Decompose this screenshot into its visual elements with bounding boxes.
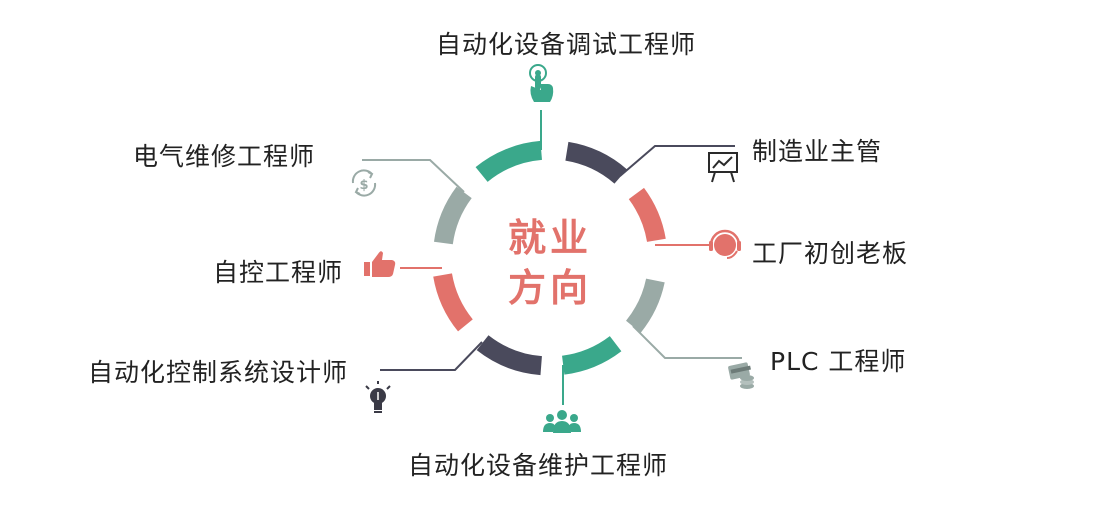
- arc-bottom-green: [561, 335, 622, 375]
- arc-right-gray: [625, 278, 665, 333]
- arc-left-gray: [433, 186, 472, 245]
- connector-bottom-left: [380, 341, 483, 371]
- arc-top-dark: [565, 141, 627, 184]
- presentation-chart-icon: [708, 152, 738, 183]
- role-label-bottom: 自动化设备维护工程师: [408, 451, 669, 480]
- connector-top-left: [362, 159, 465, 193]
- arc-top-green: [475, 140, 543, 183]
- role-label-top: 自动化设备调试工程师: [436, 30, 697, 59]
- pointer-hand-icon: [529, 64, 554, 102]
- arc-right-red: [628, 187, 666, 243]
- center-title-line-2: 方向: [508, 266, 593, 310]
- connector-bottom-right: [632, 325, 742, 359]
- role-label-top-right: 制造业主管: [752, 137, 883, 166]
- thumbs-up-icon: [364, 251, 396, 277]
- role-label-right: 工厂初创老板: [752, 239, 909, 268]
- lightbulb-icon: [365, 381, 391, 413]
- money-cycle-icon: $: [351, 169, 377, 197]
- connector-top-right: [619, 145, 735, 177]
- role-label-top-left: 电气维修工程师: [133, 142, 316, 171]
- arc-left-red: [433, 273, 473, 332]
- cards-coins-icon: [728, 362, 754, 389]
- team-people-icon: [543, 410, 581, 433]
- arc-bottom-dark: [476, 335, 543, 376]
- center-title-line-1: 就业: [508, 216, 593, 260]
- center-title: 就业 方向: [508, 213, 592, 313]
- headset-icon: [709, 229, 741, 259]
- role-label-bottom-left: 自动化控制系统设计师: [88, 358, 349, 387]
- role-label-bottom-right: PLC 工程师: [770, 347, 907, 376]
- svg-text:$: $: [359, 178, 368, 193]
- role-label-left: 自控工程师: [213, 258, 344, 287]
